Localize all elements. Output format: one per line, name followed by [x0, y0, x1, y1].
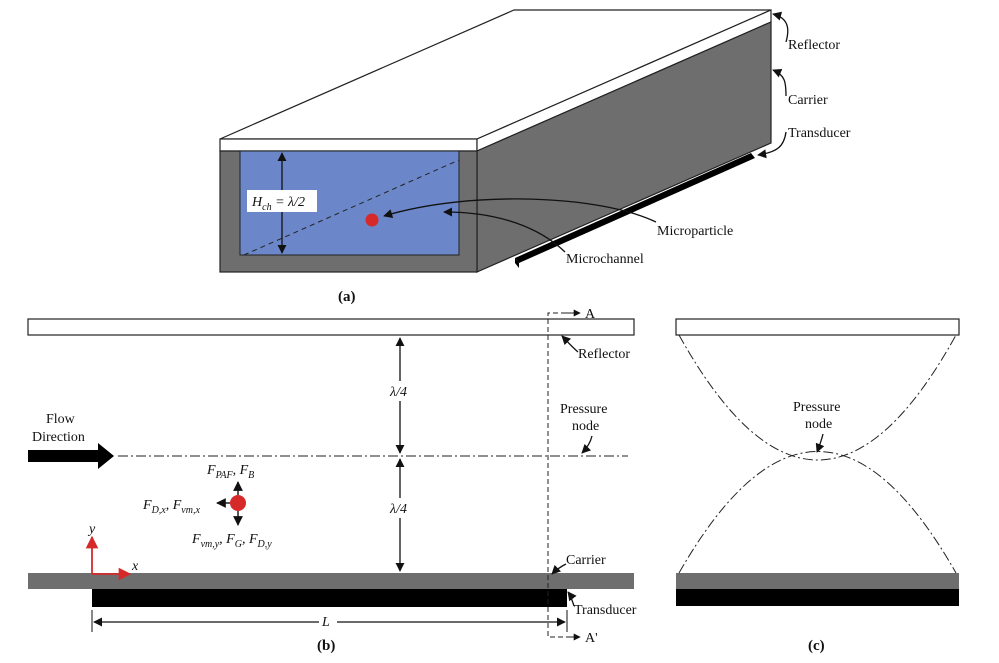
transducer-bar-c: [676, 589, 959, 606]
panel-c-caption: (c): [808, 638, 825, 654]
label-force-down: Fvm,y, FG, FD,y: [191, 532, 272, 550]
transducer-strip: [515, 153, 755, 263]
transducer-strip-side: [515, 258, 519, 268]
pressure-profile-top: [678, 334, 957, 461]
label-force-up: FPAF, FB: [206, 463, 254, 481]
label-pressure-node-c-1: Pressure: [793, 400, 840, 415]
reflector-callout-b: [561, 335, 579, 353]
pressure-profile-bottom: [678, 451, 957, 574]
label-carrier-b: Carrier: [566, 553, 606, 568]
label-microchannel: Microchannel: [566, 252, 644, 267]
microparticle: [365, 213, 379, 227]
microchannel-callout: [443, 207, 566, 253]
label-microparticle: Microparticle: [657, 224, 733, 239]
carrier-callout: [772, 68, 787, 97]
label-section-a: A: [585, 307, 596, 322]
label-axis-y: y: [87, 522, 96, 537]
panel-b: λ/4 λ/4 A A' Flow Direction FPAF, FB FD,…: [27, 307, 637, 654]
label-flow-line2: Direction: [32, 430, 85, 445]
label-pressure-node-c-2: node: [805, 417, 832, 432]
section-line: [547, 312, 566, 638]
carrier-bar: [28, 573, 634, 589]
flow-direction-arrow: [28, 443, 114, 469]
label-force-left: FD,x, Fvm,x: [142, 498, 200, 516]
panel-c: Pressure node (c): [675, 318, 960, 654]
panel-b-caption: (b): [317, 638, 335, 654]
particle-b: [230, 495, 246, 511]
pressure-node-callout-c: [815, 433, 825, 453]
reflector-bar-c: [675, 318, 960, 336]
carrier-callout-b: [551, 563, 567, 575]
label-pressure-node-b-1: Pressure: [560, 402, 607, 417]
label-carrier-a: Carrier: [788, 93, 828, 108]
height-label: Hch = λ/2: [251, 195, 305, 213]
height-label-box: [247, 190, 317, 212]
label-axis-x: x: [131, 559, 139, 574]
carrier-bar-c: [676, 573, 959, 589]
reflector-callout: [772, 11, 789, 43]
pressure-node-callout-b: [581, 435, 593, 454]
label-flow-line1: Flow: [46, 412, 76, 427]
label-transducer-a: Transducer: [788, 126, 851, 141]
panel-a: Hch = λ/2 Reflector Carrier Transducer M…: [219, 9, 851, 305]
transducer-callout-b: [567, 591, 577, 607]
transducer-bar: [92, 589, 567, 607]
label-quarter-bottom: λ/4: [389, 502, 407, 517]
label-reflector-a: Reflector: [788, 38, 840, 53]
transducer-callout: [757, 131, 787, 159]
reflector-front-face: [219, 138, 478, 152]
panel-a-caption: (a): [338, 289, 356, 305]
label-transducer-b: Transducer: [574, 603, 637, 618]
microparticle-callout: [383, 198, 657, 223]
reflector-bar: [27, 318, 635, 336]
label-reflector-b: Reflector: [578, 347, 630, 362]
label-quarter-top: λ/4: [389, 385, 407, 400]
label-pressure-node-b-2: node: [572, 419, 599, 434]
label-section-a-prime: A': [585, 631, 598, 646]
label-length: L: [321, 615, 330, 630]
